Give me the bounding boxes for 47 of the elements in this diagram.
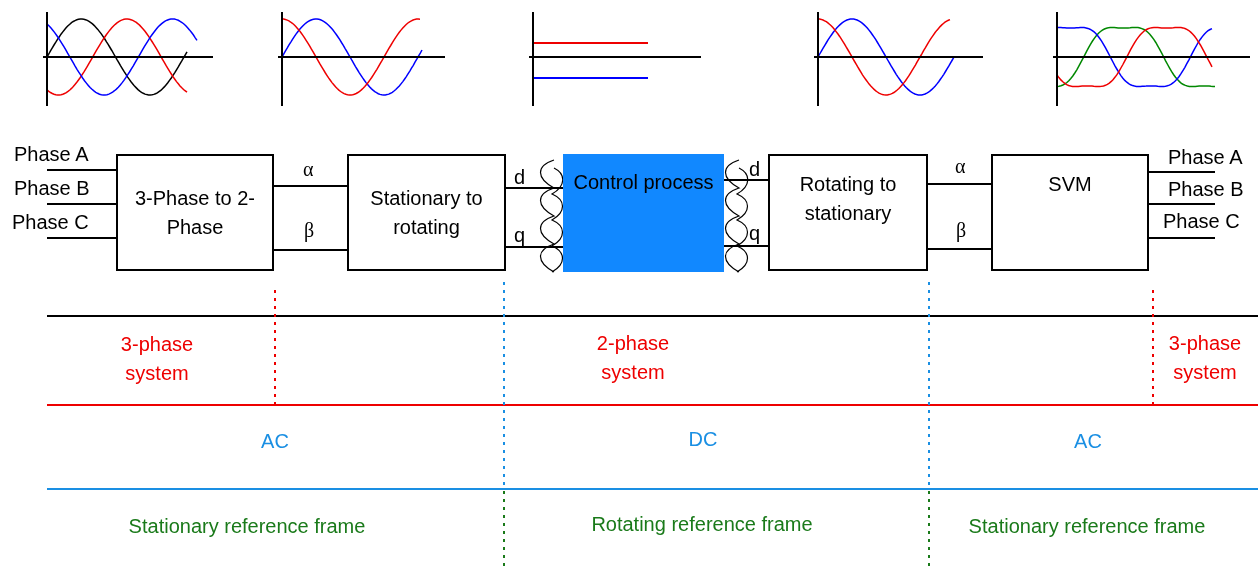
frame-label: Stationary reference frame	[127, 514, 367, 539]
connector-line	[927, 183, 992, 185]
box-label: Stationary to rotating	[369, 185, 484, 240]
connector-line	[505, 187, 564, 189]
edge-label: Phase B	[14, 177, 90, 199]
connector-line	[1148, 203, 1216, 205]
box-label: Rotating to stationary	[798, 172, 898, 226]
region-label: 3-phase system	[1167, 331, 1243, 385]
box-label: 3-Phase to 2-Phase	[133, 185, 257, 240]
current-type-label: AC	[1073, 429, 1103, 454]
frame-label: Rotating reference frame	[590, 512, 814, 537]
connector-line	[46, 237, 117, 239]
process-box	[347, 154, 506, 271]
box-label: Control process	[573, 170, 714, 195]
edge-label: α	[955, 155, 966, 177]
current-type-label: AC	[260, 429, 290, 454]
edge-label: Phase A	[14, 143, 89, 165]
region-label: 2-phase system	[595, 331, 671, 385]
connector-line	[927, 248, 992, 250]
connector-line	[1148, 171, 1216, 173]
process-box	[991, 154, 1149, 271]
process-box	[116, 154, 274, 271]
edge-label: q	[514, 224, 526, 246]
current-type-label: DC	[687, 427, 719, 452]
edge-label: d	[514, 166, 526, 188]
region-label: 3-phase system	[119, 332, 195, 386]
edge-label: Phase A	[1168, 146, 1243, 168]
connector-line	[46, 169, 117, 171]
edge-label: β	[304, 219, 315, 241]
edge-label: Phase C	[1163, 210, 1240, 232]
connector-line	[1148, 237, 1216, 239]
edge-label: q	[749, 222, 761, 244]
connector-line	[505, 246, 564, 248]
connector-line	[273, 185, 348, 187]
process-block	[563, 154, 724, 272]
edge-label: β	[956, 219, 967, 241]
edge-label: Phase C	[12, 211, 89, 233]
frame-label: Stationary reference frame	[967, 514, 1207, 539]
connector-line	[273, 249, 348, 251]
box-label: SVM	[1048, 172, 1092, 197]
connector-line	[723, 179, 769, 181]
connector-line	[723, 245, 769, 247]
edge-label: α	[303, 158, 314, 180]
connector-line	[46, 203, 117, 205]
process-box	[768, 154, 928, 271]
edge-label: Phase B	[1168, 178, 1244, 200]
edge-label: d	[749, 158, 761, 180]
